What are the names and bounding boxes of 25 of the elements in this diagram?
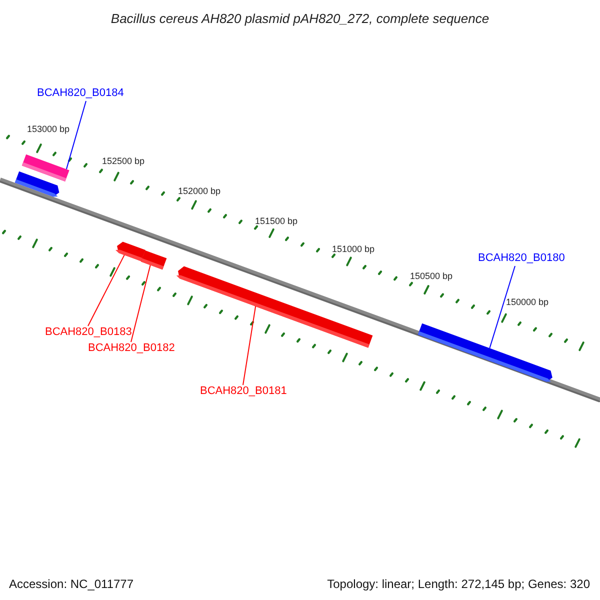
gene-label: BCAH820_B0184 <box>37 87 124 100</box>
gene-feature-bar <box>140 250 167 270</box>
gene-feature-bar <box>116 242 146 262</box>
gene-label: BCAH820_B0180 <box>478 252 565 265</box>
position-label: 152500 bp <box>102 156 145 167</box>
leader-line <box>242 306 256 386</box>
position-label: 152000 bp <box>178 186 221 197</box>
gene-feature-bar <box>418 323 552 382</box>
footer-text: Topology: linear; Length: 272,145 bp; Genes: 320 <box>327 576 590 593</box>
leader-line <box>130 264 151 342</box>
title: Bacillus cereus AH820 plasmid pAH820_272, complete sequence <box>110 10 490 28</box>
gene-feature-bar <box>176 266 373 348</box>
position-label: 150500 bp <box>410 271 453 282</box>
position-label: 153000 bp <box>27 124 70 135</box>
gene-label: BCAH820_B0181 <box>200 385 287 398</box>
leader-line <box>88 254 125 326</box>
gene-label: BCAH820_B0182 <box>88 342 175 355</box>
gene-label: BCAH820_B0183 <box>45 326 132 339</box>
position-label: 151500 bp <box>255 216 298 227</box>
position-label: 151000 bp <box>332 244 375 255</box>
footer-text: Accession: NC_011777 <box>9 576 134 593</box>
position-label: 150000 bp <box>506 297 549 308</box>
gene-feature-bar <box>14 171 60 197</box>
leader-line <box>66 100 86 170</box>
leader-line <box>489 266 516 349</box>
